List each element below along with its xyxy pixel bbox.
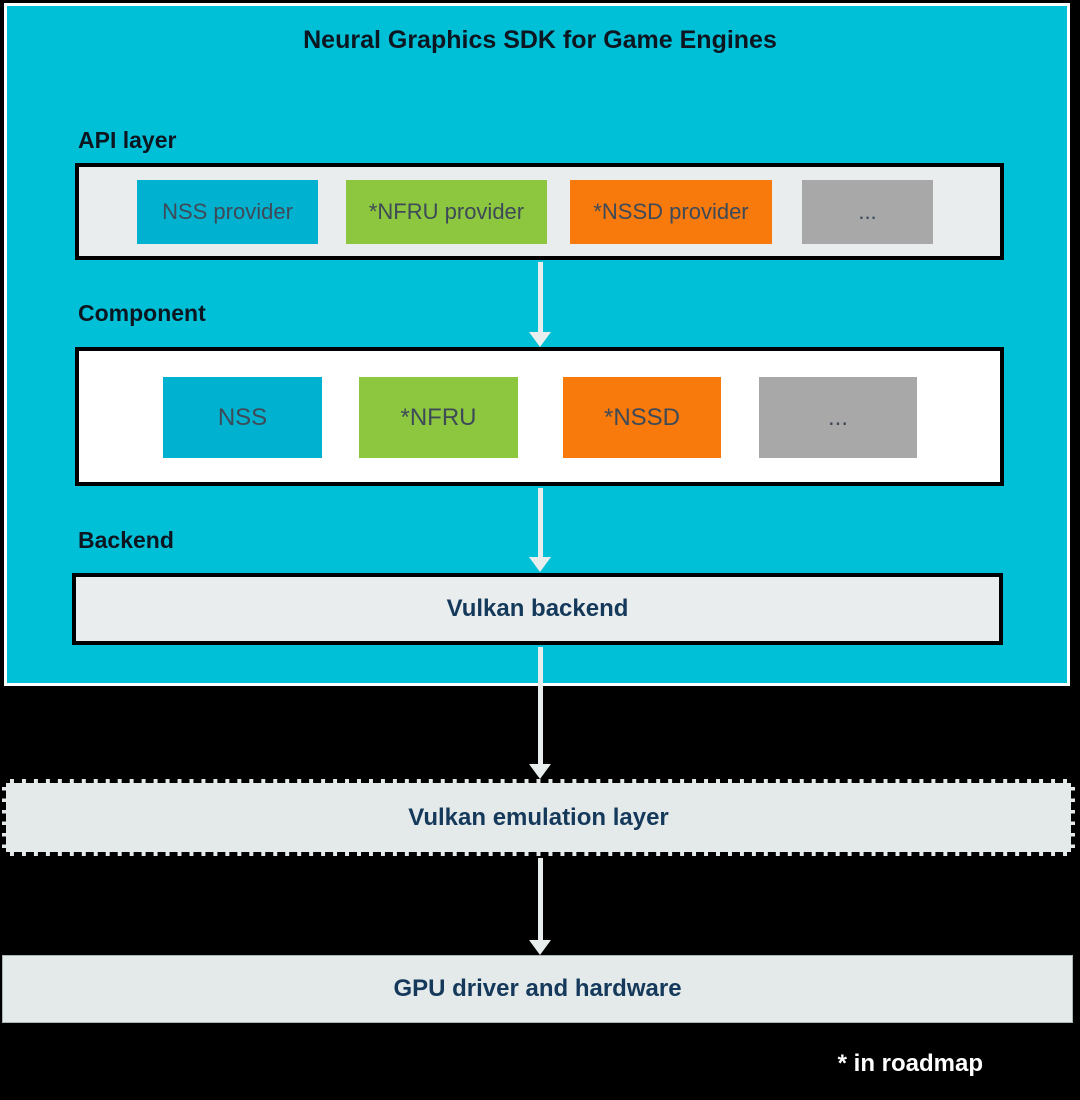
arrow-head-icon bbox=[529, 557, 551, 572]
vulkan-backend-box: Vulkan backend bbox=[72, 573, 1003, 645]
api-layer-label: API layer bbox=[78, 127, 177, 153]
flow-arrow-emulation-to-gpu bbox=[529, 858, 551, 955]
arrow-stem bbox=[537, 488, 543, 557]
flow-arrow-component-to-backend bbox=[529, 488, 551, 572]
api-item-nssd-provider: *NSSD provider bbox=[570, 180, 772, 244]
roadmap-footnote: * in roadmap bbox=[837, 1050, 983, 1077]
arrow-head-icon bbox=[529, 332, 551, 347]
arrow-head-icon bbox=[529, 764, 551, 779]
api-item-ellipsis: ... bbox=[802, 180, 933, 244]
flow-arrow-api-to-component bbox=[529, 262, 551, 347]
diagram-title: Neural Graphics SDK for Game Engines bbox=[303, 26, 777, 54]
arrow-head-icon bbox=[529, 940, 551, 955]
backend-label: Backend bbox=[78, 527, 174, 553]
api-item-nfru-provider: *NFRU provider bbox=[346, 180, 547, 244]
component-item-nfru: *NFRU bbox=[359, 377, 518, 458]
api-item-nss-provider: NSS provider bbox=[137, 180, 318, 244]
component-item-nss: NSS bbox=[163, 377, 322, 458]
component-label: Component bbox=[78, 300, 206, 326]
arrow-stem bbox=[537, 262, 543, 332]
arrow-stem bbox=[537, 858, 543, 940]
vulkan-emulation-layer-box: Vulkan emulation layer bbox=[2, 779, 1075, 856]
flow-arrow-backend-to-emulation bbox=[529, 647, 551, 779]
gpu-driver-hardware-box: GPU driver and hardware bbox=[2, 955, 1073, 1023]
component-item-nssd: *NSSD bbox=[563, 377, 721, 458]
arrow-stem bbox=[537, 647, 543, 764]
component-item-ellipsis: ... bbox=[759, 377, 917, 458]
